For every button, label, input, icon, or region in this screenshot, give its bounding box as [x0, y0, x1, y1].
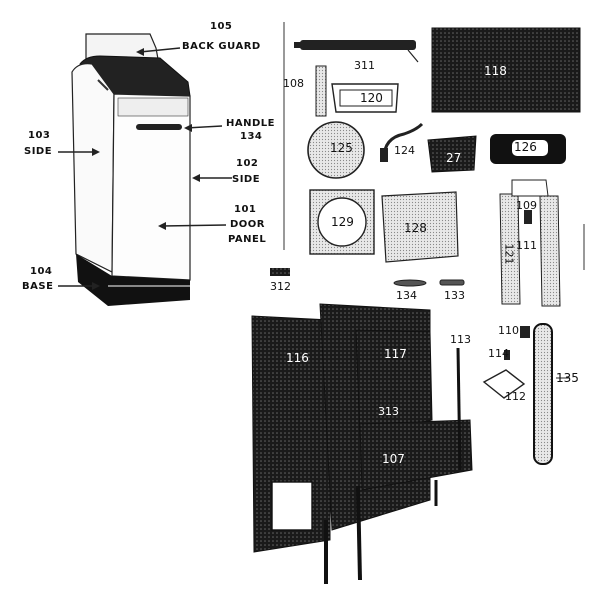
part-112-bracket [482, 369, 526, 399]
part-111-strip [539, 195, 561, 307]
part-134-label: 134 [396, 289, 417, 302]
label-105-number: 105 [210, 21, 233, 32]
handle-134 [136, 124, 182, 130]
part-120-label: 120 [360, 91, 383, 105]
part-127-label: 27 [446, 151, 462, 165]
label-103-number: 103 [28, 130, 51, 141]
part-129-label: 129 [331, 215, 354, 229]
label-104-number: 104 [30, 266, 53, 277]
label-101-number: 101 [234, 204, 257, 215]
label-base: BASE [22, 281, 54, 292]
part-113-rod [456, 347, 462, 471]
part-125-label: 125 [330, 141, 353, 155]
part-108-strip [315, 65, 327, 117]
part-108-label: 108 [283, 77, 304, 90]
part-112-label: 112 [505, 390, 526, 403]
label-102-number: 102 [236, 158, 259, 169]
part-124-cord [382, 122, 424, 159]
part-311-rod [300, 40, 416, 50]
part-110-clip [520, 326, 530, 338]
upper-parts [270, 27, 581, 307]
part-126-label: 126 [514, 140, 537, 154]
part-107-label: 107 [382, 452, 405, 466]
label-side-right: SIDE [232, 174, 261, 185]
cabinet-side-103 [71, 63, 115, 273]
part-135-tube [533, 323, 553, 465]
part-128-plate [381, 191, 459, 263]
part-109-strip [511, 179, 549, 197]
part-110-label: 110 [498, 324, 519, 337]
part-114-label: 114 [488, 347, 509, 360]
part-118-panel [431, 27, 581, 113]
part-121-label: 121 [502, 243, 516, 265]
part-133-label: 133 [444, 289, 465, 302]
part-114-pin [504, 350, 510, 360]
part-135-label: 135 [556, 371, 579, 385]
part-312 [270, 268, 290, 276]
part-118-label: 118 [484, 64, 507, 78]
label-door: DOOR [230, 219, 266, 230]
control-strip [117, 97, 189, 117]
part-117-label: 117 [384, 347, 407, 361]
part-109-label: 109 [516, 199, 537, 212]
part-311-label: 311 [354, 59, 375, 72]
label-panel: PANEL [228, 234, 267, 245]
part-312-label: 312 [270, 280, 291, 293]
cabinet-assembly [58, 33, 232, 306]
part-133-small [439, 279, 465, 286]
part-313-label: 313 [378, 405, 399, 418]
base-104 [76, 254, 190, 306]
frame-assembly [251, 303, 570, 584]
part-124-label: 124 [394, 144, 415, 157]
part-125-disc [307, 121, 365, 179]
part-127-housing [427, 135, 477, 173]
door-panel-101 [111, 93, 191, 281]
label-side-left: SIDE [24, 146, 53, 157]
part-116-label: 116 [286, 351, 309, 365]
part-134-small [393, 279, 427, 287]
part-111-label: 111 [516, 239, 537, 252]
label-handle: HANDLE [226, 118, 275, 129]
part-128-label: 128 [404, 221, 427, 235]
part-107-box [359, 419, 473, 491]
part-117-panel [355, 329, 433, 437]
part-113-label: 113 [450, 333, 471, 346]
label-back-guard: BACK GUARD [182, 41, 261, 52]
label-134-handle-number: 134 [240, 131, 263, 142]
